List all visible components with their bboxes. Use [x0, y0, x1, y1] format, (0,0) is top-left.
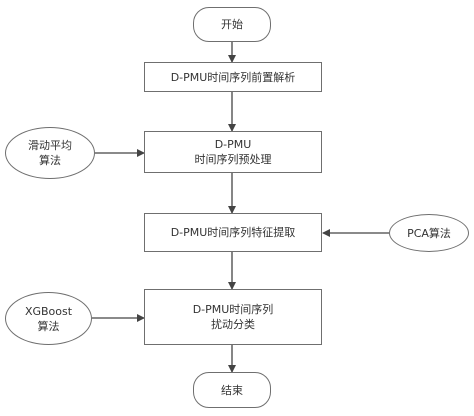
end-node: 结束 — [193, 372, 271, 408]
node-label-line: PCA算法 — [407, 226, 451, 240]
step-preprocessing-box: D-PMU 时间序列预处理 — [144, 131, 322, 173]
node-label-line: D-PMU时间序列 — [192, 303, 274, 316]
node-label-line: 开始 — [221, 18, 243, 31]
node-label-line: D-PMU时间序列前置解析 — [170, 70, 296, 84]
node-label-line: 扰动分类 — [211, 318, 255, 331]
node-label-line: 时间序列预处理 — [194, 153, 272, 166]
node-label-line: 算法 — [39, 154, 61, 167]
node-label-line: D-PMU — [214, 138, 252, 151]
moving-average-input-oval: 滑动平均算法 — [5, 127, 95, 179]
start-node: 开始 — [193, 7, 271, 42]
node-label-line: XGBoost — [24, 304, 73, 318]
node-label-line: D-PMU时间序列特征提取 — [170, 226, 296, 239]
node-label-line: 结束 — [221, 383, 243, 397]
node-label-line: 算法 — [37, 319, 60, 333]
node-label-line: 滑动平均 — [28, 139, 72, 152]
step-disturbance-classification-box: D-PMU时间序列扰动分类 — [144, 289, 322, 345]
pca-input-oval: PCA算法 — [389, 214, 469, 252]
step-feature-extraction-box: D-PMU时间序列特征提取 — [144, 213, 322, 252]
step-preprocess-parse-box: D-PMU时间序列前置解析 — [144, 62, 322, 92]
